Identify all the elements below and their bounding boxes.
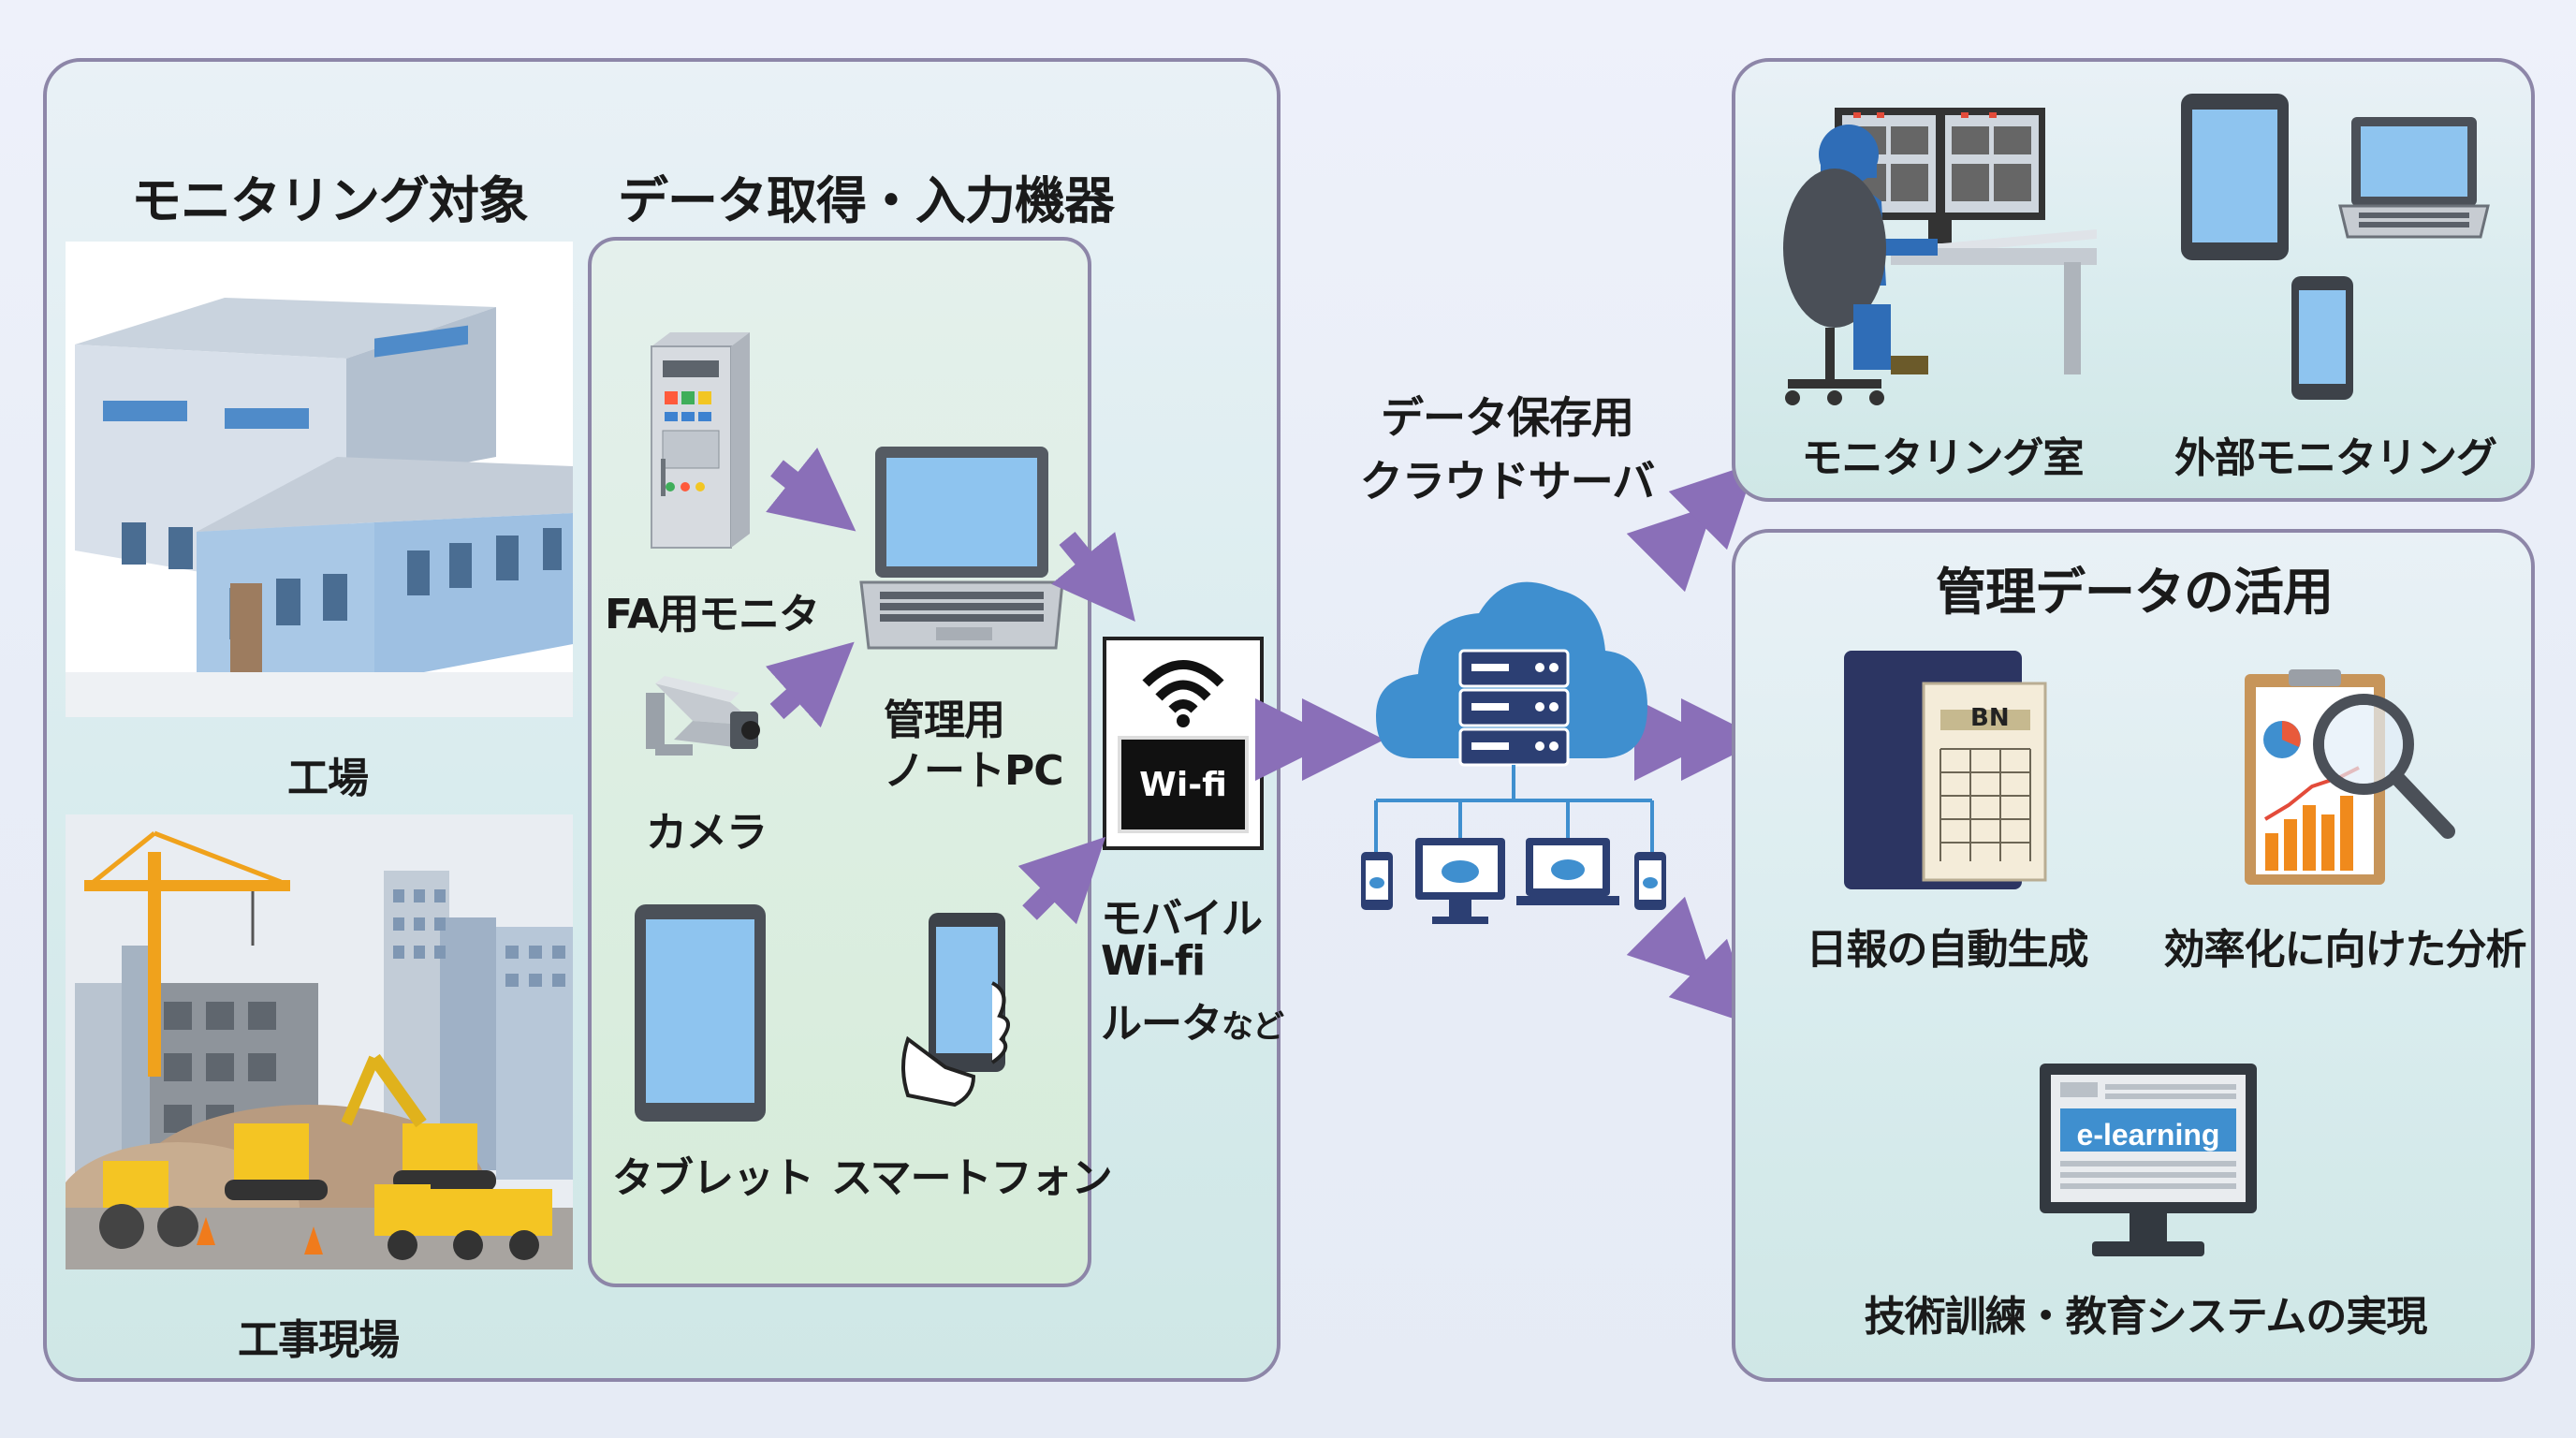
education-label: 技術訓練・教育システムの実現 <box>1864 1293 2428 1341</box>
wifi-router-icon: Wi-fi <box>1103 637 1264 850</box>
fa-monitor-icon <box>642 328 754 552</box>
router-label-line3: ルータなど <box>1101 990 1284 1049</box>
elearning-badge: e-learning <box>2076 1118 2220 1152</box>
targets-title: モニタリング対象 <box>131 171 529 230</box>
smartphone-icon <box>889 908 1020 1114</box>
elearning-icon: e-learning <box>2036 1060 2261 1270</box>
analysis-label: 効率化に向けた分析 <box>2163 926 2527 974</box>
monitoring-room-icon <box>1778 98 2106 417</box>
analysis-icon <box>2237 665 2462 899</box>
arrow-cloud-analysis <box>1626 896 1757 1027</box>
wifi-badge-text: Wi-fi <box>1139 765 1227 804</box>
camera-icon <box>637 655 768 777</box>
report-badge: BN <box>1970 704 2010 732</box>
smartphone-label: スマートフォン <box>831 1154 1113 1202</box>
router-label-line2: Wi-fi <box>1101 937 1206 985</box>
factory-label: 工場 <box>287 755 369 802</box>
wifi-badge: Wi-fi <box>1118 736 1249 833</box>
monitoring-room-label: モニタリング室 <box>1801 434 2085 482</box>
laptop-label-line1: 管理用 <box>884 697 1005 744</box>
laptop-icon <box>852 442 1067 657</box>
router-label-line1: モバイル <box>1101 895 1263 943</box>
devices-title: データ取得・入力機器 <box>618 171 1115 230</box>
cloud-title-line1: データ保存用 <box>1381 392 1634 443</box>
external-monitoring-label: 外部モニタリング <box>2174 434 2497 482</box>
factory-image <box>66 242 573 717</box>
router-label-main: ルータ <box>1101 1000 1222 1048</box>
daily-report-icon: BN <box>1839 646 2055 899</box>
construction-site-image <box>66 814 573 1269</box>
laptop-label-line2: ノートPC <box>884 747 1064 795</box>
external-devices-icon <box>2172 89 2499 407</box>
usage-title: 管理データの活用 <box>1936 563 2334 622</box>
router-label-suffix: など <box>1222 1008 1284 1046</box>
camera-label: カメラ <box>646 809 768 857</box>
tablet-label: タブレット <box>612 1154 814 1202</box>
cloud-title-line2: クラウドサーバ <box>1359 456 1656 506</box>
daily-report-label: 日報の自動生成 <box>1806 926 2089 974</box>
tablet-icon <box>631 901 769 1125</box>
arrow-cloud-monitoring <box>1626 462 1757 593</box>
wifi-signal-icon <box>1142 660 1224 727</box>
fa-monitor-label: FA用モニタ <box>605 591 820 638</box>
construction-label: 工事現場 <box>238 1316 400 1364</box>
cloud-server-icon <box>1357 557 1666 932</box>
